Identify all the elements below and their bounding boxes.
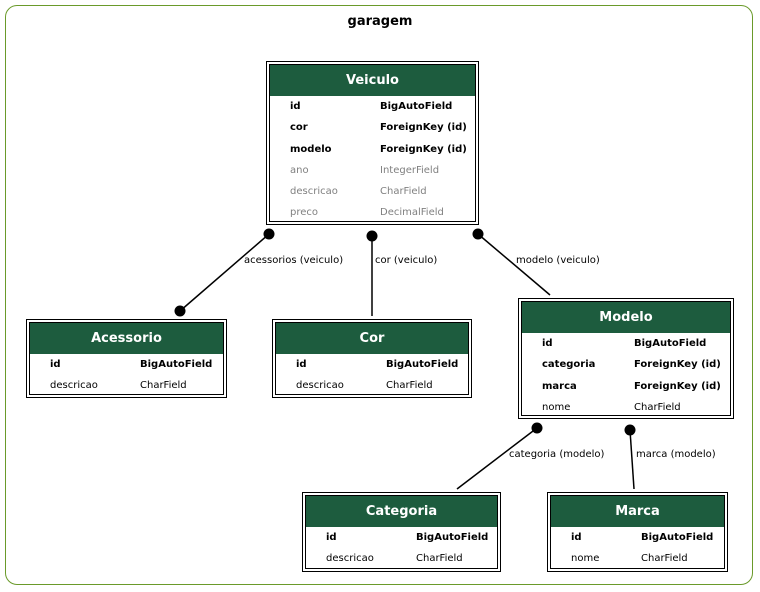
edge-endpoint-dot — [174, 305, 186, 317]
field-row: nome CharField — [522, 397, 730, 418]
cluster-title: garagem — [347, 14, 413, 29]
field-name: nome — [542, 401, 571, 413]
field-type: BigAutoField — [380, 101, 453, 112]
field-type: ForeignKey (id) — [634, 380, 721, 392]
field-row: descricao CharField — [306, 548, 497, 569]
field-row: id BigAutoField — [306, 527, 497, 548]
field-row: id BigAutoField — [30, 354, 223, 375]
edge-line-modelo-categoria — [456, 427, 538, 490]
field-row: descricao CharField — [30, 375, 223, 396]
field-row: marca ForeignKey (id) — [522, 376, 730, 397]
field-type: DecimalField — [380, 207, 444, 219]
edge-label: acessorios (veiculo) — [244, 255, 344, 266]
field-type: CharField — [380, 186, 427, 198]
field-name: modelo — [290, 143, 332, 155]
garagem-cluster — [5, 5, 753, 585]
edge-label: marca (modelo) — [636, 449, 716, 460]
edge-label: modelo (veiculo) — [516, 255, 600, 266]
table-body: Marca id BigAutoField nome CharField — [550, 495, 725, 569]
edge-line-modelo-marca — [629, 429, 635, 490]
field-row: id BigAutoField — [522, 333, 730, 354]
field-type: BigAutoField — [634, 338, 707, 349]
edge-endpoint-dot — [366, 230, 378, 242]
field-type: CharField — [416, 553, 463, 565]
field-type: IntegerField — [380, 164, 440, 176]
edge-endpoint-dot — [624, 424, 636, 436]
field-row: nome CharField — [551, 548, 724, 569]
field-name: id — [326, 532, 337, 543]
field-row: descricao CharField — [270, 181, 475, 202]
table-body: Cor id BigAutoField descricao CharField — [275, 322, 469, 395]
edge-line-veiculo-modelo — [477, 233, 551, 296]
table-title: Marca — [551, 496, 724, 527]
field-name: id — [542, 338, 553, 349]
field-type: ForeignKey (id) — [634, 359, 721, 371]
table-title: Acessorio — [30, 323, 223, 354]
field-row: id BigAutoField — [276, 354, 468, 375]
field-row: modelo ForeignKey (id) — [270, 139, 475, 160]
field-type: BigAutoField — [641, 532, 714, 543]
table-title: Modelo — [522, 302, 730, 333]
field-row: categoria ForeignKey (id) — [522, 354, 730, 375]
edge-endpoint-dot — [263, 228, 275, 240]
table-body: Categoria id BigAutoField descricao CharFiel… — [305, 495, 498, 569]
field-name: id — [50, 359, 61, 370]
field-name: id — [571, 532, 582, 543]
field-name: id — [290, 101, 301, 112]
field-type: ForeignKey (id) — [380, 143, 467, 155]
table-title: Veiculo — [270, 65, 475, 96]
field-row: cor ForeignKey (id) — [270, 117, 475, 138]
table-body: Acessorio id BigAutoField descricao CharFiel… — [29, 322, 224, 395]
field-name: descricao — [290, 186, 338, 198]
field-name: cor — [290, 122, 308, 134]
edge-endpoint-dot — [531, 422, 543, 434]
field-name: descricao — [50, 380, 98, 392]
field-type: ForeignKey (id) — [380, 122, 467, 134]
edge-label: cor (veiculo) — [375, 255, 438, 266]
field-row: ano IntegerField — [270, 160, 475, 181]
field-type: BigAutoField — [386, 359, 459, 370]
field-type: CharField — [641, 553, 688, 565]
field-name: nome — [571, 553, 600, 565]
field-name: marca — [542, 380, 577, 392]
field-row: preco DecimalField — [270, 202, 475, 223]
field-type: CharField — [634, 401, 681, 413]
field-row: descricao CharField — [276, 375, 468, 396]
field-type: CharField — [140, 380, 187, 392]
field-type: CharField — [386, 380, 433, 392]
edge-line-veiculo-acessorio — [179, 233, 270, 312]
table-title: Cor — [276, 323, 468, 354]
table-categoria: Categoria id BigAutoField descricao CharFiel… — [302, 492, 501, 572]
field-name: categoria — [542, 359, 596, 371]
table-marca: Marca id BigAutoField nome CharField — [547, 492, 728, 572]
table-title: Categoria — [306, 496, 497, 527]
field-type: BigAutoField — [416, 532, 489, 543]
field-type: BigAutoField — [140, 359, 213, 370]
edge-label: categoria (modelo) — [509, 449, 605, 460]
field-row: id BigAutoField — [270, 96, 475, 117]
edge-endpoint-dot — [472, 228, 484, 240]
table-cor: Cor id BigAutoField descricao CharField — [272, 319, 472, 398]
field-row: id BigAutoField — [551, 527, 724, 548]
field-name: id — [296, 359, 307, 370]
field-name: descricao — [326, 553, 374, 565]
field-name: preco — [290, 207, 319, 219]
field-name: descricao — [296, 380, 344, 392]
field-name: ano — [290, 164, 309, 176]
table-acessorio: Acessorio id BigAutoField descricao CharFiel… — [26, 319, 227, 398]
